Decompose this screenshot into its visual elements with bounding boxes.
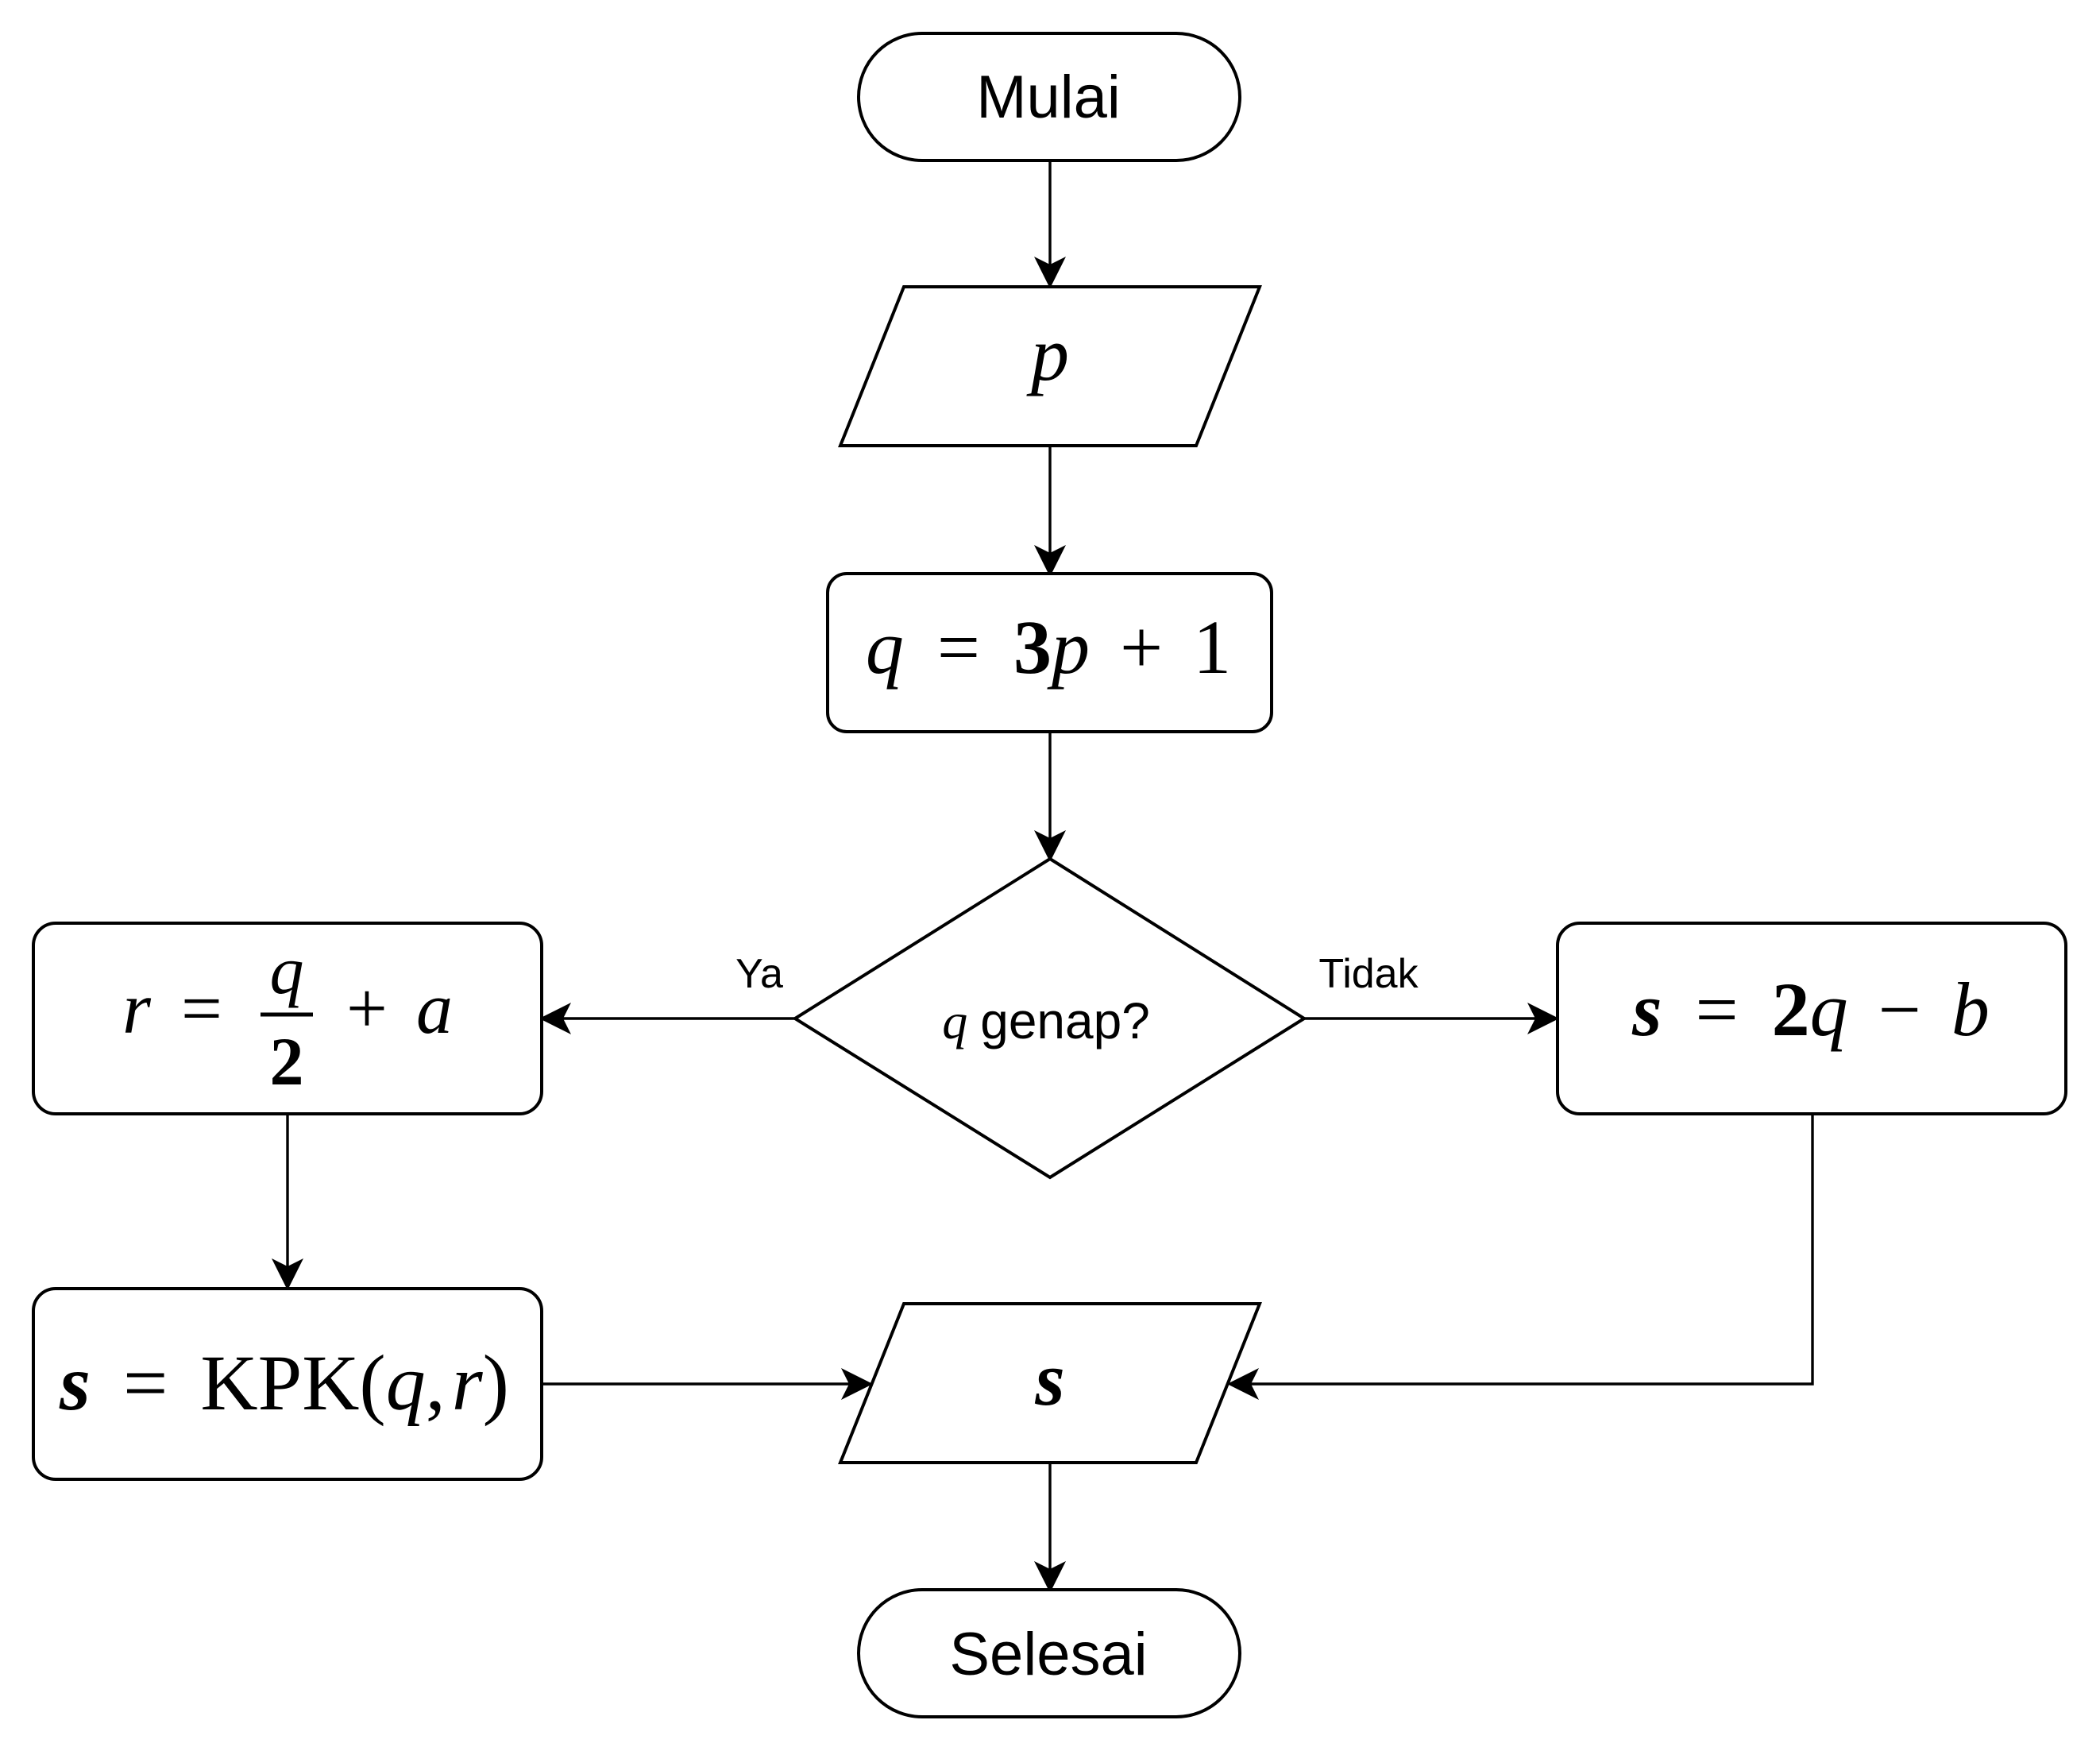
formula-lhs: r [122, 968, 152, 1049]
edge-alt-to-output [1227, 1114, 1814, 1400]
node-process-s-alt[interactable]: s = 2q − b [1556, 922, 2067, 1115]
node-end[interactable]: Selesai [857, 1588, 1241, 1718]
formula-const: 1 [1193, 605, 1231, 690]
formula-lhs: s [59, 1339, 91, 1427]
end-label: Selesai [949, 1621, 1147, 1688]
formula-arg1: q [386, 1339, 426, 1427]
node-start[interactable]: Mulai [857, 32, 1241, 162]
formula-minus: − [1878, 967, 1921, 1052]
formula-lhs: s [1631, 967, 1662, 1052]
formula-eq: = [181, 968, 222, 1049]
formula-eq: = [1696, 967, 1739, 1052]
node-process-q[interactable]: q = 3p + 1 [826, 572, 1273, 733]
input-p-label: p [1026, 311, 1069, 396]
node-decision[interactable]: q genap? [792, 856, 1307, 1180]
formula-var: p [1047, 605, 1090, 690]
process-shape [826, 572, 1273, 733]
formula-comma: , [426, 1339, 446, 1427]
process-s-alt-formula: s = 2q − b [1631, 967, 1990, 1052]
formula-sub: b [1951, 967, 1990, 1052]
terminator-shape [857, 32, 1241, 162]
formula-func: KPK [200, 1339, 359, 1427]
output-s-label: s [1034, 1336, 1064, 1421]
node-process-r[interactable]: r = q 2 + a [32, 922, 543, 1115]
input-output-shape [838, 1302, 1262, 1464]
edges: Ya Tidak [272, 160, 1814, 1593]
decision-shape [792, 856, 1307, 1180]
process-shape [32, 922, 543, 1115]
formula-eq: = [123, 1339, 168, 1427]
decision-text: genap? [980, 992, 1150, 1049]
process-shape [32, 1287, 543, 1481]
formula-open: ( [359, 1339, 385, 1427]
process-s-kpk-formula: s = KPK(q,r) [59, 1339, 509, 1427]
decision-var: q [942, 993, 967, 1049]
edge-label-yes: Ya [735, 951, 783, 997]
formula-var: q [1810, 967, 1848, 1052]
start-label: Mulai [976, 64, 1121, 131]
formula-plus: + [346, 968, 388, 1049]
formula-eq: = [937, 605, 980, 690]
formula-coef: 3 [1013, 605, 1052, 690]
fraction-denominator: 2 [270, 1023, 304, 1100]
process-shape [1556, 922, 2067, 1115]
formula-lhs: q [866, 605, 904, 690]
formula-plus: + [1120, 605, 1163, 690]
formula-var: a [416, 968, 453, 1049]
formula-close: ) [483, 1339, 509, 1427]
terminator-shape [857, 1588, 1241, 1718]
formula-coef: 2 [1772, 967, 1810, 1052]
fraction-numerator: q [270, 932, 304, 1008]
node-output-s[interactable]: s [838, 1302, 1262, 1464]
edge-label-no: Tidak [1318, 951, 1419, 997]
decision-label: q genap? [942, 992, 1150, 1049]
process-q-formula: q = 3p + 1 [866, 605, 1231, 690]
node-process-s-kpk[interactable]: s = KPK(q,r) [32, 1287, 543, 1481]
node-input-p[interactable]: p [838, 285, 1262, 447]
formula-arg2: r [452, 1339, 484, 1427]
input-output-shape [838, 285, 1262, 447]
